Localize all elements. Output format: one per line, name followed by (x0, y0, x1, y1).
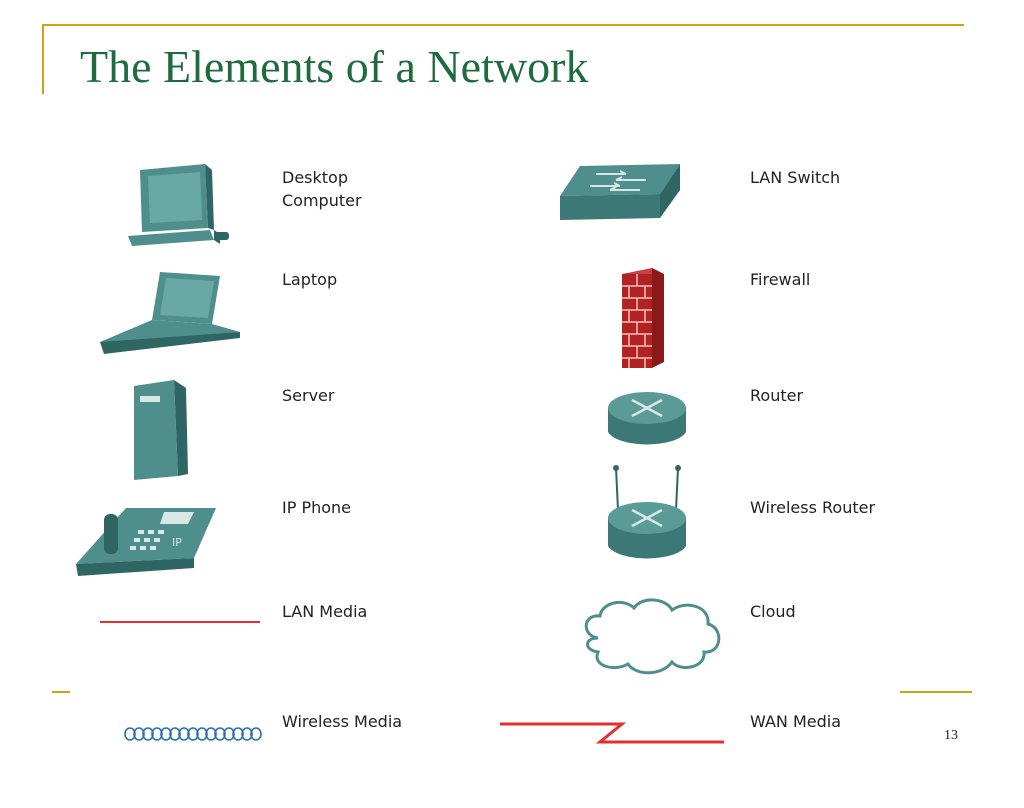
element-label: Laptop (282, 270, 338, 289)
firewall-icon (622, 268, 664, 368)
element-label: Wireless Media (282, 712, 403, 731)
wireless-router-icon (608, 465, 686, 559)
desktop-computer-icon (128, 164, 229, 246)
element-label: Firewall (750, 270, 811, 289)
element-label: Cloud (750, 602, 796, 621)
element-label: Router (750, 386, 804, 405)
element-label: IP Phone (282, 498, 352, 517)
svg-text:IP: IP (172, 536, 182, 549)
element-cloud: Cloud (490, 598, 890, 702)
cloud-icon (584, 598, 721, 675)
element-router: Router (490, 376, 890, 476)
page-number: 13 (944, 728, 958, 743)
wireless-media-icon (124, 727, 262, 741)
frame-top-line (42, 24, 964, 26)
element-desktop-computer: Desktop Computer (70, 140, 470, 246)
slide-title: The Elements of a Network (80, 41, 589, 92)
router-icon (608, 392, 686, 445)
element-laptop: Laptop (70, 252, 470, 354)
wan-media-icon (500, 722, 724, 744)
frame-left-line (42, 24, 44, 94)
element-ip-phone: IP IP Phone (70, 490, 470, 590)
laptop-icon (100, 272, 240, 354)
lan-media-icon (100, 621, 260, 623)
element-lan-switch: LAN Switch (490, 140, 890, 240)
footer-line-left (52, 691, 70, 693)
element-label: Server (282, 386, 335, 405)
element-label: LAN Media (282, 602, 368, 621)
ip-phone-icon: IP (76, 508, 216, 576)
element-label: Desktop Computer (282, 168, 362, 210)
element-firewall: Firewall (490, 252, 890, 368)
footer-line-right (900, 691, 972, 693)
element-lan-media: LAN Media (70, 602, 470, 702)
network-elements-figure: Desktop Computer Laptop Server (70, 140, 910, 748)
element-wireless-media: Wireless Media (70, 708, 470, 808)
element-wan-media: WAN Media (490, 708, 890, 808)
element-server: Server (70, 376, 470, 480)
element-label: WAN Media (750, 712, 841, 731)
element-label: LAN Switch (750, 168, 841, 187)
server-icon (134, 380, 188, 480)
element-wireless-router: Wireless Router (490, 465, 890, 590)
lan-switch-icon (560, 164, 680, 220)
element-label: Wireless Router (750, 498, 876, 517)
